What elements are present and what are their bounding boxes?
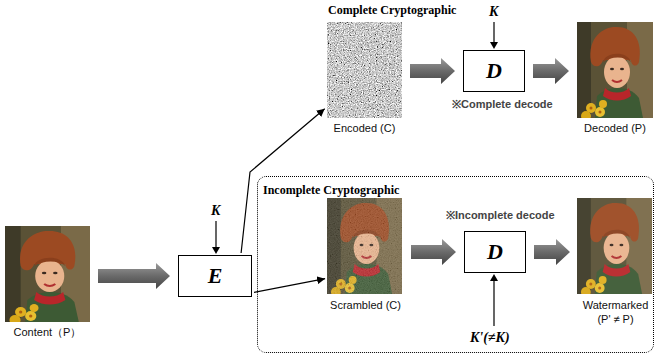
block-arrow (533, 58, 569, 84)
encoded-noise (327, 22, 402, 118)
block-arrow (534, 239, 570, 265)
image-node: Content（P） (5, 226, 90, 339)
box-letter: D (487, 241, 503, 263)
key-arrows (212, 22, 498, 326)
section-heading: Complete Cryptographic (328, 3, 456, 17)
decoded-photo (577, 22, 653, 121)
image-node: Watermarked (P' ≠ P) (578, 199, 653, 326)
image-caption: Decoded (P) (577, 121, 653, 135)
group-region: Incomplete CryptographicScrambled (C) D Wa… (257, 176, 654, 353)
arrow-head (212, 247, 220, 254)
key-arrow (215, 221, 216, 248)
block-arrow (410, 58, 455, 84)
key-arrow (493, 280, 494, 326)
arrow-line (241, 109, 325, 253)
image-node: Encoded (C) (327, 22, 402, 135)
group-heading: Incomplete Cryptographic (263, 183, 399, 197)
process-box: D (463, 50, 525, 92)
image-node: Decoded (P) (577, 22, 653, 135)
image-caption: Encoded (C) (327, 121, 402, 135)
key-label: K (489, 4, 498, 20)
key-label: K (211, 203, 220, 219)
image-node: Scrambled (C) (328, 199, 403, 312)
note-label: ※Incomplete decode (446, 208, 555, 222)
key-label: K'(≠K) (470, 330, 510, 346)
process-box: E (178, 255, 252, 297)
image-caption: Watermarked (P' ≠ P) (578, 298, 653, 326)
watermark-tint (577, 198, 652, 294)
image-caption: Scrambled (C) (328, 298, 403, 312)
note-label: ※Complete decode (452, 97, 553, 111)
arrow-head (490, 274, 498, 281)
content-photo (5, 226, 90, 325)
key-arrow (493, 22, 494, 43)
process-box: D (464, 231, 526, 273)
image-caption: Content（P） (5, 325, 90, 339)
scrambled-photo (327, 198, 402, 297)
box-letter: E (208, 265, 223, 287)
arrow-head (490, 42, 498, 49)
watermarked-photo (577, 198, 652, 297)
arrow-line (254, 279, 325, 293)
scramble-noise (327, 198, 402, 294)
block-arrow (98, 263, 170, 289)
block-arrow (411, 239, 456, 265)
box-letter: D (486, 60, 502, 82)
